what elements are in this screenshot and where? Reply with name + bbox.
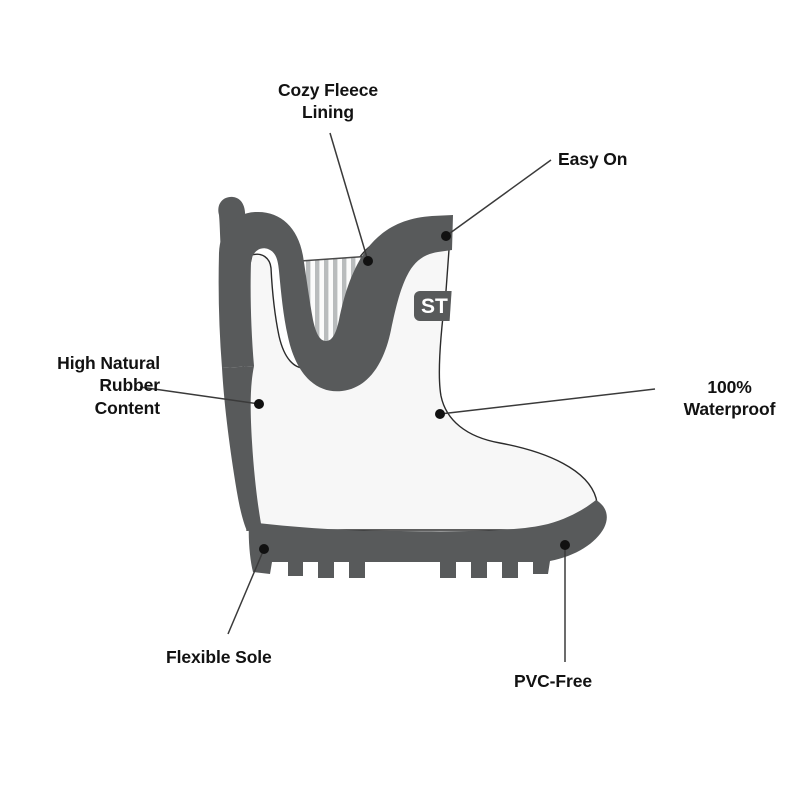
callout-dot-pvc-free <box>560 540 570 550</box>
callout-dot-waterproof <box>435 409 445 419</box>
callout-leaders <box>139 132 656 662</box>
callout-dot-rubber-content <box>254 399 264 409</box>
leader-line-waterproof <box>439 388 656 415</box>
callout-dots <box>254 231 570 554</box>
callout-label-cozy-fleece-lining: Cozy Fleece Lining <box>277 80 379 123</box>
leader-line-flexible-sole <box>227 548 265 635</box>
boot-graphic: ST <box>218 196 607 578</box>
callout-label-high-natural-rubber-content: High Natural Rubber Content <box>57 353 160 418</box>
callout-label-flexible-sole: Flexible Sole <box>166 647 272 667</box>
callout-dot-cozy-fleece-lining <box>363 256 373 266</box>
brand-badge-text: ST <box>421 295 448 318</box>
callout-label-pvc-free: PVC-Free <box>514 671 592 691</box>
boot-cuff-trim <box>218 211 453 392</box>
callout-dot-flexible-sole <box>259 544 269 554</box>
brand-badge: ST <box>414 291 452 321</box>
leader-line-cozy-fleece-lining <box>329 132 369 262</box>
boot-outsole <box>248 500 607 578</box>
leader-line-easy-on <box>445 159 552 237</box>
callout-label-100-percent-waterproof: 100% Waterproof <box>683 377 776 420</box>
boot-back-edge <box>222 366 262 531</box>
callout-dot-easy-on <box>441 231 451 241</box>
callout-label-easy-on: Easy On <box>558 149 628 169</box>
leader-line-rubber-content <box>139 386 260 405</box>
